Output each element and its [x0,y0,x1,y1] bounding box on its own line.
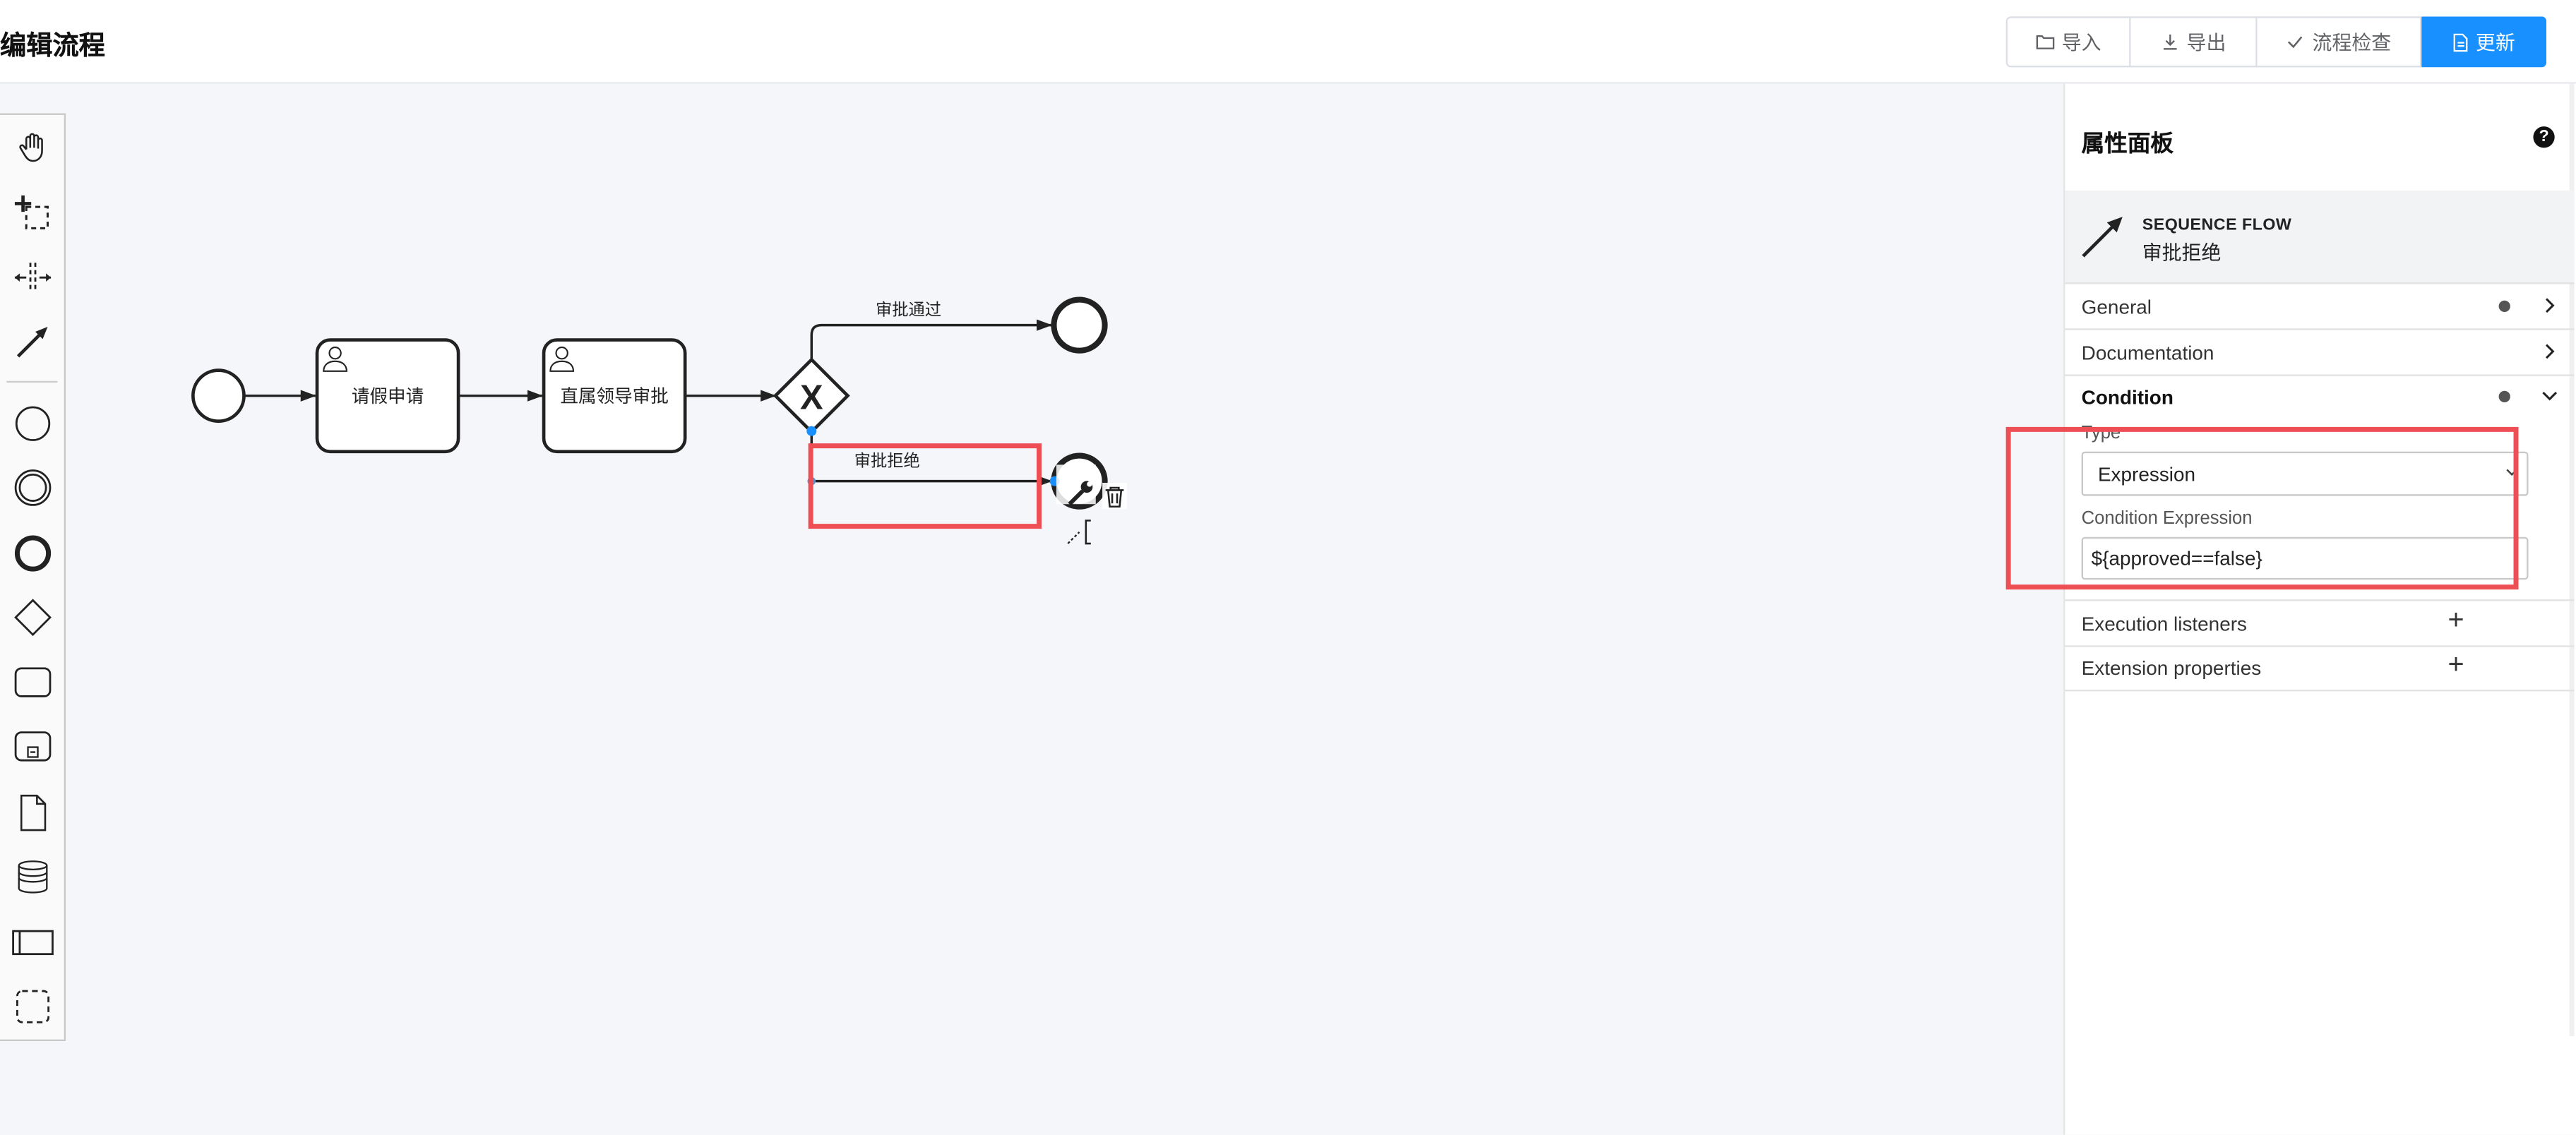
hand-tool-icon[interactable] [10,125,56,171]
check-icon [2289,36,2303,49]
data-object-icon[interactable] [10,790,56,836]
gateway-icon[interactable] [10,594,56,640]
flow-label-approve[interactable]: 审批通过 [876,301,941,320]
element-type: SEQUENCE FLOW [2142,217,2292,235]
condition-expression-input[interactable]: ${approved==false} [2081,536,2529,580]
connect-tool-icon[interactable] [10,318,56,364]
group-condition[interactable]: Condition [2065,374,2574,419]
chevron-right-icon [2546,344,2555,359]
add-extension-property-icon[interactable]: + [2447,648,2464,680]
end-event-approved[interactable] [1051,296,1108,354]
highlight-selected-flow [808,443,1042,529]
condition-expression-value: ${approved==false} [2091,546,2262,570]
context-pad [1056,464,1127,545]
user-task-icon [323,347,347,372]
group-extension-properties[interactable]: Extension properties + [2065,645,2575,692]
task-leave-request-label: 请假申请 [352,386,424,407]
header-bar: 编辑流程 导入 导出 流程检查 更新 [0,0,2576,84]
gateway-marker: X [800,378,823,416]
space-tool-icon[interactable] [10,255,56,301]
connect-icon[interactable] [1067,520,1091,545]
start-event-icon[interactable] [10,401,56,447]
group-execution-listeners[interactable]: Execution listeners + [2065,599,2575,647]
group-documentation-label: Documentation [2081,341,2214,365]
task-icon[interactable] [10,660,56,706]
process-check-button-label: 流程检查 [2312,31,2392,54]
user-task-icon [549,347,574,372]
panel-title: 属性面板 [2081,131,2174,158]
process-check-button[interactable]: 流程检查 [2257,16,2422,68]
bendpoint-handle[interactable] [806,426,817,436]
element-name: 审批拒绝 [2142,241,2222,265]
highlight-condition-fields [2005,426,2519,590]
task-manager-approval[interactable]: 直属领导审批 [542,338,687,454]
trash-icon[interactable] [1102,482,1127,510]
end-event-icon[interactable] [10,530,56,576]
export-button-label: 导出 [2186,31,2226,54]
import-button-label: 导入 [2061,31,2101,54]
type-field-label: Type [2081,424,2121,444]
add-execution-listener-icon[interactable]: + [2447,604,2464,636]
data-store-icon[interactable] [10,854,56,900]
help-icon[interactable]: ? [2533,126,2555,148]
panel-scrollbar[interactable] [2569,83,2575,1037]
group-icon[interactable] [10,984,56,1030]
bpmn-canvas[interactable]: 请假申请 直属领导审批 X 审批通过 审批拒绝 [0,0,2063,1135]
group-general-label: General [2081,295,2152,319]
document-icon [2453,32,2468,52]
tool-palette [0,113,66,1042]
subprocess-icon[interactable] [10,724,56,770]
condition-type-select[interactable]: Expression [2081,451,2529,496]
chevron-down-icon [2542,391,2558,401]
lasso-tool-icon[interactable] [10,191,56,236]
data-indicator-dot [2498,390,2510,402]
page-title: 编辑流程 [0,29,105,61]
properties-panel: 属性面板 ? SEQUENCE FLOW 审批拒绝 General Docume… [2063,83,2576,1135]
start-event[interactable] [191,368,246,424]
sequence-flow-icon [2082,217,2123,258]
export-button[interactable]: 导出 [2130,16,2258,68]
update-button[interactable]: 更新 [2421,16,2547,68]
task-manager-approval-label: 直属领导审批 [560,386,668,407]
data-indicator-dot [2498,300,2510,313]
folder-icon [2036,35,2055,49]
group-condition-label: Condition [2081,385,2174,409]
update-button-label: 更新 [2475,31,2515,54]
group-extension-properties-label: Extension properties [2081,656,2262,680]
download-icon [2163,34,2177,50]
sequence-flow-approve[interactable] [810,319,1053,360]
import-button[interactable]: 导入 [2005,16,2131,68]
element-header: SEQUENCE FLOW 审批拒绝 [2065,190,2575,284]
group-general[interactable]: General [2065,284,2575,330]
palette-separator [6,380,58,383]
group-documentation[interactable]: Documentation [2065,330,2575,376]
group-execution-listeners-label: Execution listeners [2081,612,2247,636]
condition-type-value: Expression [2097,463,2196,486]
flow-label-reject[interactable]: 审批拒绝 [854,452,920,471]
toolbar-button-group: 导入 导出 流程检查 更新 [2005,16,2547,68]
exclusive-gateway[interactable]: X [773,357,850,435]
intermediate-event-icon[interactable] [10,464,56,510]
chevron-right-icon [2546,298,2555,313]
wrench-icon[interactable] [1068,481,1093,506]
task-leave-request[interactable]: 请假申请 [315,338,460,454]
participant-icon[interactable] [10,920,56,966]
condition-expression-label: Condition Expression [2081,509,2253,529]
